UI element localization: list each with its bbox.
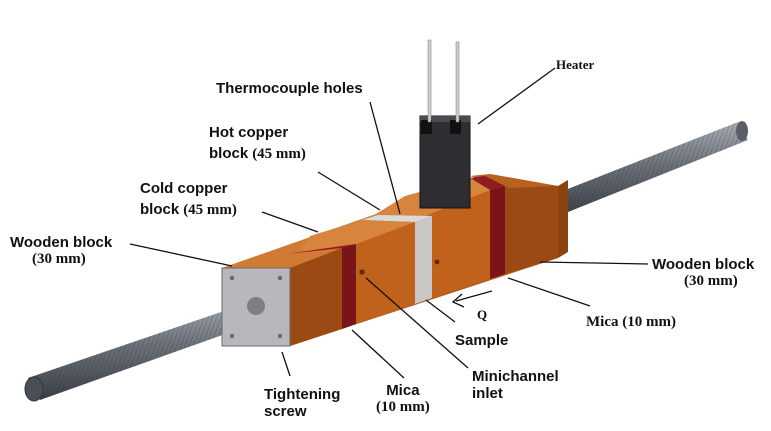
label-hot-copper-line2: block (45 mm) [209, 145, 306, 163]
label-cold-copper-size: (45 mm) [183, 202, 237, 219]
label-tightening-line1: Tightening [264, 386, 341, 403]
end-cap [221, 267, 291, 347]
label-hot-copper-size: (45 mm) [252, 146, 306, 163]
label-tightening-screw: Tightening screw [264, 386, 340, 421]
label-minichannel-line2: inlet [472, 385, 503, 403]
label-wooden-left: Wooden block (30 mm) [10, 234, 112, 269]
label-q: Q [477, 307, 488, 322]
label-mica-right: Mica (10 mm) [586, 314, 676, 330]
label-cold-copper: Cold copper block (45 mm) [140, 180, 237, 220]
label-cold-copper-block: block [140, 201, 180, 219]
threaded-rod-right [550, 121, 748, 216]
label-wooden-left-line2: (30 mm) [32, 251, 86, 268]
mica-right [470, 176, 505, 279]
heat-flow-arrow [451, 290, 493, 308]
label-thermocouple-holes: Thermocouple holes [216, 80, 363, 97]
label-mica-bottom-line1: Mica [386, 382, 420, 399]
label-heater: Heater [556, 57, 595, 72]
cold-copper-block [300, 220, 415, 324]
label-wooden-right-line2: (30 mm) [684, 273, 738, 290]
label-sample: Sample [455, 332, 509, 349]
label-wooden-left-line1: Wooden block [10, 234, 113, 251]
heater [419, 39, 471, 209]
leader-lines [129, 67, 649, 379]
label-cold-copper-line2: block (45 mm) [140, 201, 237, 219]
wooden-block-right [470, 174, 558, 274]
wooden-block-left-body [290, 248, 342, 346]
label-mica-bottom: Mica (10 mm) [376, 382, 430, 417]
label-wooden-right-line1: Wooden block [652, 256, 755, 273]
label-hot-copper: Hot copper block (45 mm) [209, 124, 306, 164]
label-minichannel-line1: Minichannel [472, 368, 559, 385]
mica-bottom [286, 244, 356, 329]
label-tightening-line2: screw [264, 403, 307, 421]
sample-layer [362, 215, 432, 304]
label-wooden-right: Wooden block (30 mm) [652, 256, 754, 291]
label-hot-copper-line1: Hot copper [209, 124, 289, 141]
label-cold-copper-line1: Cold copper [140, 180, 228, 197]
label-minichannel: Minichannel inlet [472, 368, 559, 403]
threaded-rod-left [24, 298, 270, 402]
label-mica-bottom-line2: (10 mm) [376, 399, 430, 416]
label-hot-copper-block: block [209, 145, 249, 163]
